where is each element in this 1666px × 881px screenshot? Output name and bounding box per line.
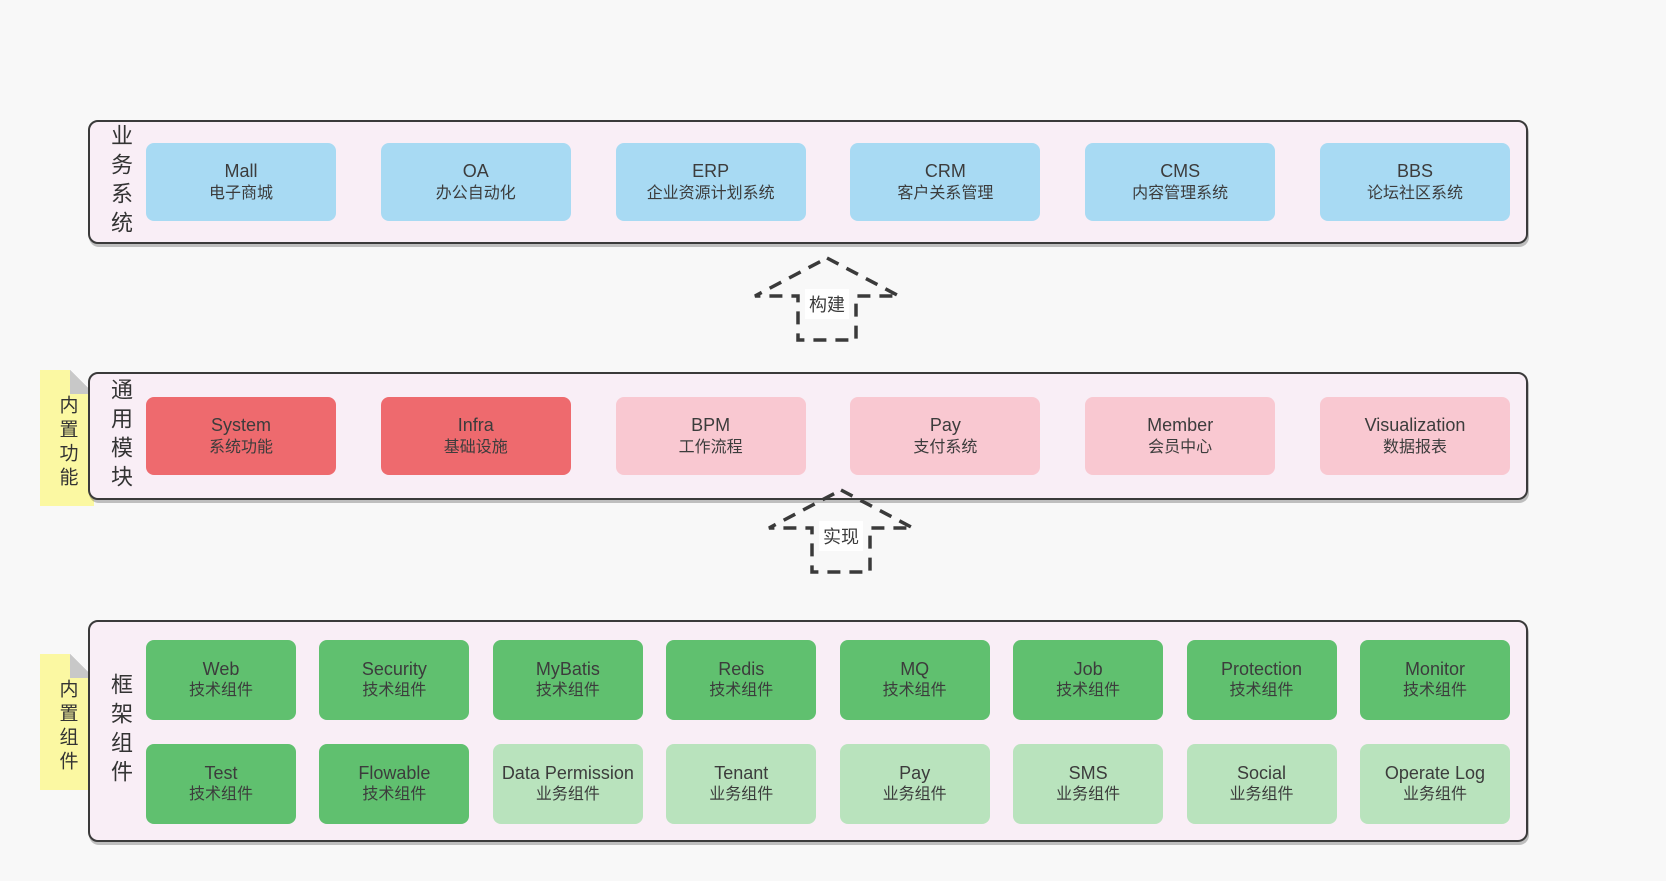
box-flowable: Flowable 技术组件 xyxy=(319,744,470,824)
box-oa: OA 办公自动化 xyxy=(380,143,571,221)
box-pay-component: Pay 业务组件 xyxy=(839,744,990,824)
box-monitor: Monitor 技术组件 xyxy=(1359,640,1510,720)
box-mq: MQ 技术组件 xyxy=(839,640,990,720)
box-web: Web 技术组件 xyxy=(146,640,296,720)
box-protection: Protection 技术组件 xyxy=(1186,640,1337,720)
box-infra: Infra 基础设施 xyxy=(380,397,571,475)
box-bbs: BBS 论坛社区系统 xyxy=(1319,143,1510,221)
arrow-label-implement: 实现 xyxy=(819,521,863,552)
layer-business-systems: 业务系统 Mall 电子商城 OA 办公自动化 ERP 企业资源计划系统 CRM… xyxy=(88,120,1528,244)
layer-title: 业务系统 xyxy=(108,124,133,240)
note-text: 内置功能 xyxy=(56,395,78,492)
up-arrow-implement: 实现 xyxy=(766,487,916,575)
box-mybatis: MyBatis 技术组件 xyxy=(492,640,643,720)
up-arrow-build: 构建 xyxy=(752,255,902,343)
box-cms: CMS 内容管理系统 xyxy=(1085,143,1276,221)
layer-title: 框架组件 xyxy=(108,673,133,789)
sticky-note-built-in-features: 内置功能 xyxy=(40,370,94,506)
layer-title: 通用模块 xyxy=(108,378,133,494)
box-tenant: Tenant 业务组件 xyxy=(666,744,817,824)
box-security: Security 技术组件 xyxy=(319,640,470,720)
box-system: System 系统功能 xyxy=(146,397,336,475)
dashed-up-arrow-icon xyxy=(754,256,900,342)
box-data-permission: Data Permission 业务组件 xyxy=(492,744,643,824)
business-box-row: Mall 电子商城 OA 办公自动化 ERP 企业资源计划系统 CRM 客户关系… xyxy=(146,143,1510,221)
dashed-up-arrow-icon xyxy=(768,488,914,574)
box-pay-system: Pay 支付系统 xyxy=(850,397,1041,475)
box-redis: Redis 技术组件 xyxy=(666,640,817,720)
modules-box-row: System 系统功能 Infra 基础设施 BPM 工作流程 Pay 支付系统… xyxy=(146,397,1510,475)
box-crm: CRM 客户关系管理 xyxy=(850,143,1041,221)
box-bpm: BPM 工作流程 xyxy=(615,397,806,475)
box-sms: SMS 业务组件 xyxy=(1013,744,1164,824)
box-member: Member 会员中心 xyxy=(1085,397,1276,475)
box-visualization: Visualization 数据报表 xyxy=(1319,397,1510,475)
layer-framework-components: 框架组件 Web 技术组件 Security 技术组件 MyBatis 技术组件… xyxy=(88,620,1528,842)
layer-common-modules: 通用模块 System 系统功能 Infra 基础设施 BPM 工作流程 Pay… xyxy=(88,372,1528,500)
box-operate-log: Operate Log 业务组件 xyxy=(1359,744,1510,824)
components-row-1: Web 技术组件 Security 技术组件 MyBatis 技术组件 Redi… xyxy=(146,640,1510,720)
box-test: Test 技术组件 xyxy=(146,744,296,824)
arrow-label-build: 构建 xyxy=(805,289,849,320)
sticky-note-built-in-components: 内置组件 xyxy=(40,654,94,790)
box-erp: ERP 企业资源计划系统 xyxy=(615,143,806,221)
box-job: Job 技术组件 xyxy=(1013,640,1164,720)
note-text: 内置组件 xyxy=(56,679,78,776)
box-mall: Mall 电子商城 xyxy=(146,143,336,221)
box-social: Social 业务组件 xyxy=(1186,744,1337,824)
components-row-2: Test 技术组件 Flowable 技术组件 Data Permission … xyxy=(146,744,1510,824)
